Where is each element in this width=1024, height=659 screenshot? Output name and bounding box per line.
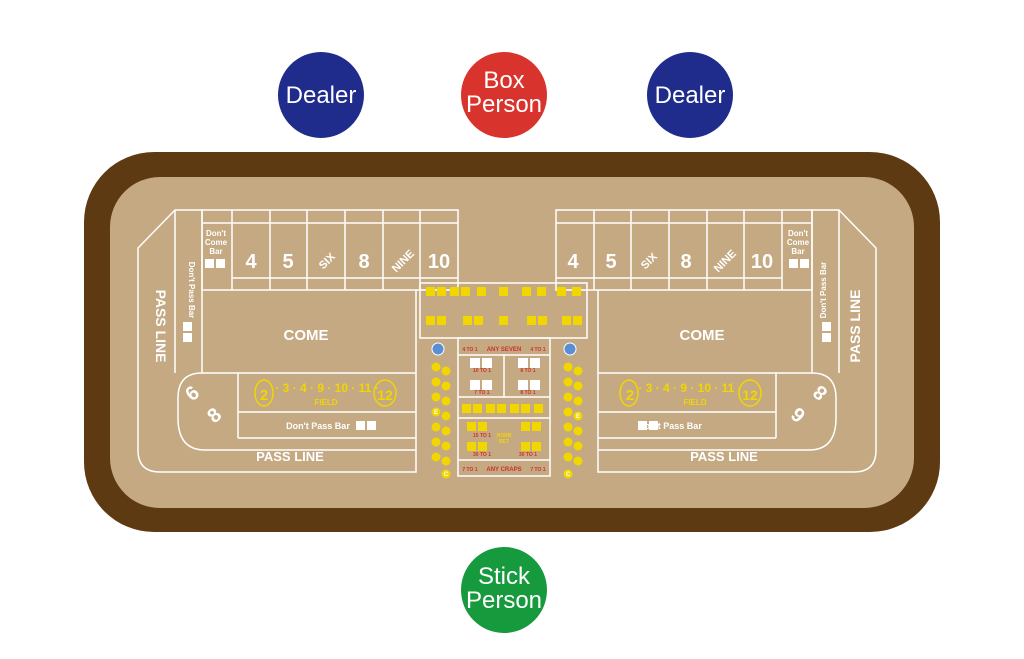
dice-icon: [789, 259, 809, 268]
field-2-label: 2: [260, 387, 268, 404]
hard-6-odds: 10 TO 1: [473, 368, 491, 374]
dont-come-bar-label-line1: Don't: [788, 229, 808, 238]
box-person-marker: Box Person: [461, 52, 547, 138]
stick-person-label-line2: Person: [466, 587, 542, 614]
e-marker-label: E: [434, 410, 438, 416]
dont-come-bar-label-line3: Bar: [209, 247, 222, 256]
hard-8-odds: 8 TO 1: [520, 368, 535, 374]
dont-pass-bar-vertical: Don't Pass Bar: [819, 262, 828, 319]
field-area: 2 · 3 · 4 · 9 · 10 · 11 · FIELD 12: [254, 379, 397, 407]
pass-line-side-label: PASS LINE: [153, 290, 169, 363]
proposition-area: ANY SEVEN 4 TO 1 4 TO 1 10 TO 1 8 TO 1 7…: [419, 282, 588, 479]
field-numbers: · 3 · 4 · 9 · 10 · 11 ·: [638, 381, 741, 395]
box-person-label-line2: Person: [466, 91, 542, 118]
any-seven-label: ANY SEVEN: [487, 347, 522, 353]
dice-icon: [462, 404, 543, 451]
dont-come-bar-label-line1: Don't: [206, 229, 226, 238]
place-number-4: 4: [567, 251, 579, 273]
place-number-10: 10: [428, 251, 450, 273]
dice-icon: [470, 358, 540, 390]
right-layout-text: Don't Come Bar 4 5 SIX 8 NINE 10 COME Do…: [567, 229, 863, 464]
any-seven-odds-left: 4 TO 1: [462, 347, 477, 353]
c-marker-label: C: [566, 472, 571, 478]
horn-bet-line1: HORN: [497, 433, 512, 439]
horn-odds-right: 30 TO 1: [519, 452, 537, 458]
dont-pass-bar-label: Don't Pass Bar: [286, 421, 350, 431]
hard-4-odds: 7 TO 1: [474, 390, 489, 396]
yo-odds: 15 TO 1: [473, 433, 491, 439]
place-number-5: 5: [282, 251, 293, 273]
globe-icon: [431, 342, 445, 356]
come-area-label: COME: [680, 327, 725, 344]
place-number-8: 8: [358, 251, 369, 273]
stick-person-marker: Stick Person: [461, 547, 547, 633]
dice-icon: [426, 287, 582, 325]
horn-odds: 30 TO 1: [473, 452, 491, 458]
dealer-right-label: Dealer: [655, 82, 726, 109]
dice-icon: [822, 322, 831, 342]
dealer-left-marker: Dealer: [278, 52, 364, 138]
any-craps-label: ANY CRAPS: [486, 467, 521, 473]
come-area-label: COME: [284, 327, 329, 344]
table-felt: [110, 177, 914, 508]
pass-line-side-label: PASS LINE: [847, 290, 863, 363]
pass-line-label: PASS LINE: [690, 449, 758, 464]
dont-come-bar-label-line3: Bar: [791, 247, 804, 256]
ce-markers-left: [431, 362, 451, 479]
dice-icon: [205, 259, 225, 268]
any-seven-odds-right: 4 TO 1: [530, 347, 545, 353]
c-marker-label: C: [444, 472, 449, 478]
dont-come-bar-label-line2: Come: [787, 238, 810, 247]
horn-bet-line2: BET: [499, 439, 509, 445]
dont-come-bar-label-line2: Come: [205, 238, 228, 247]
field-numbers: · 3 · 4 · 9 · 10 · 11 ·: [275, 381, 378, 395]
pass-line-label: PASS LINE: [256, 449, 324, 464]
dealer-left-label: Dealer: [286, 82, 357, 109]
hard-10-odds: 8 TO 1: [520, 390, 535, 396]
e-marker-label: E: [576, 414, 580, 420]
dealer-right-marker: Dealer: [647, 52, 733, 138]
box-person-label-line1: Box: [483, 67, 524, 94]
dont-pass-bar-vertical: Don't Pass Bar: [187, 262, 196, 319]
dice-icon: [356, 421, 376, 430]
place-number-5: 5: [605, 251, 616, 273]
field-2-label: 2: [626, 387, 634, 404]
field-label: FIELD: [683, 398, 706, 407]
right-layout: [555, 209, 877, 473]
place-number-10: 10: [751, 251, 773, 273]
globe-icon: [563, 342, 577, 356]
dice-icon: [638, 421, 658, 430]
any-craps-odds-right: 7 TO 1: [530, 467, 545, 473]
dice-icon: [183, 322, 192, 342]
place-number-8: 8: [680, 251, 691, 273]
ce-markers-right: [563, 362, 583, 479]
place-number-4: 4: [245, 251, 257, 273]
field-12-label: 12: [742, 387, 758, 403]
any-craps-odds-left: 7 TO 1: [462, 467, 477, 473]
dont-pass-bar-label: Don't Pass Bar: [638, 421, 702, 431]
left-layout: Don't Come Bar 4 5 SIX 8 NINE 10 COME Do…: [137, 209, 459, 473]
field-12-label: 12: [377, 387, 393, 403]
field-label: FIELD: [314, 398, 337, 407]
center-bets-box: [457, 337, 551, 477]
stick-person-label-line1: Stick: [478, 563, 531, 590]
